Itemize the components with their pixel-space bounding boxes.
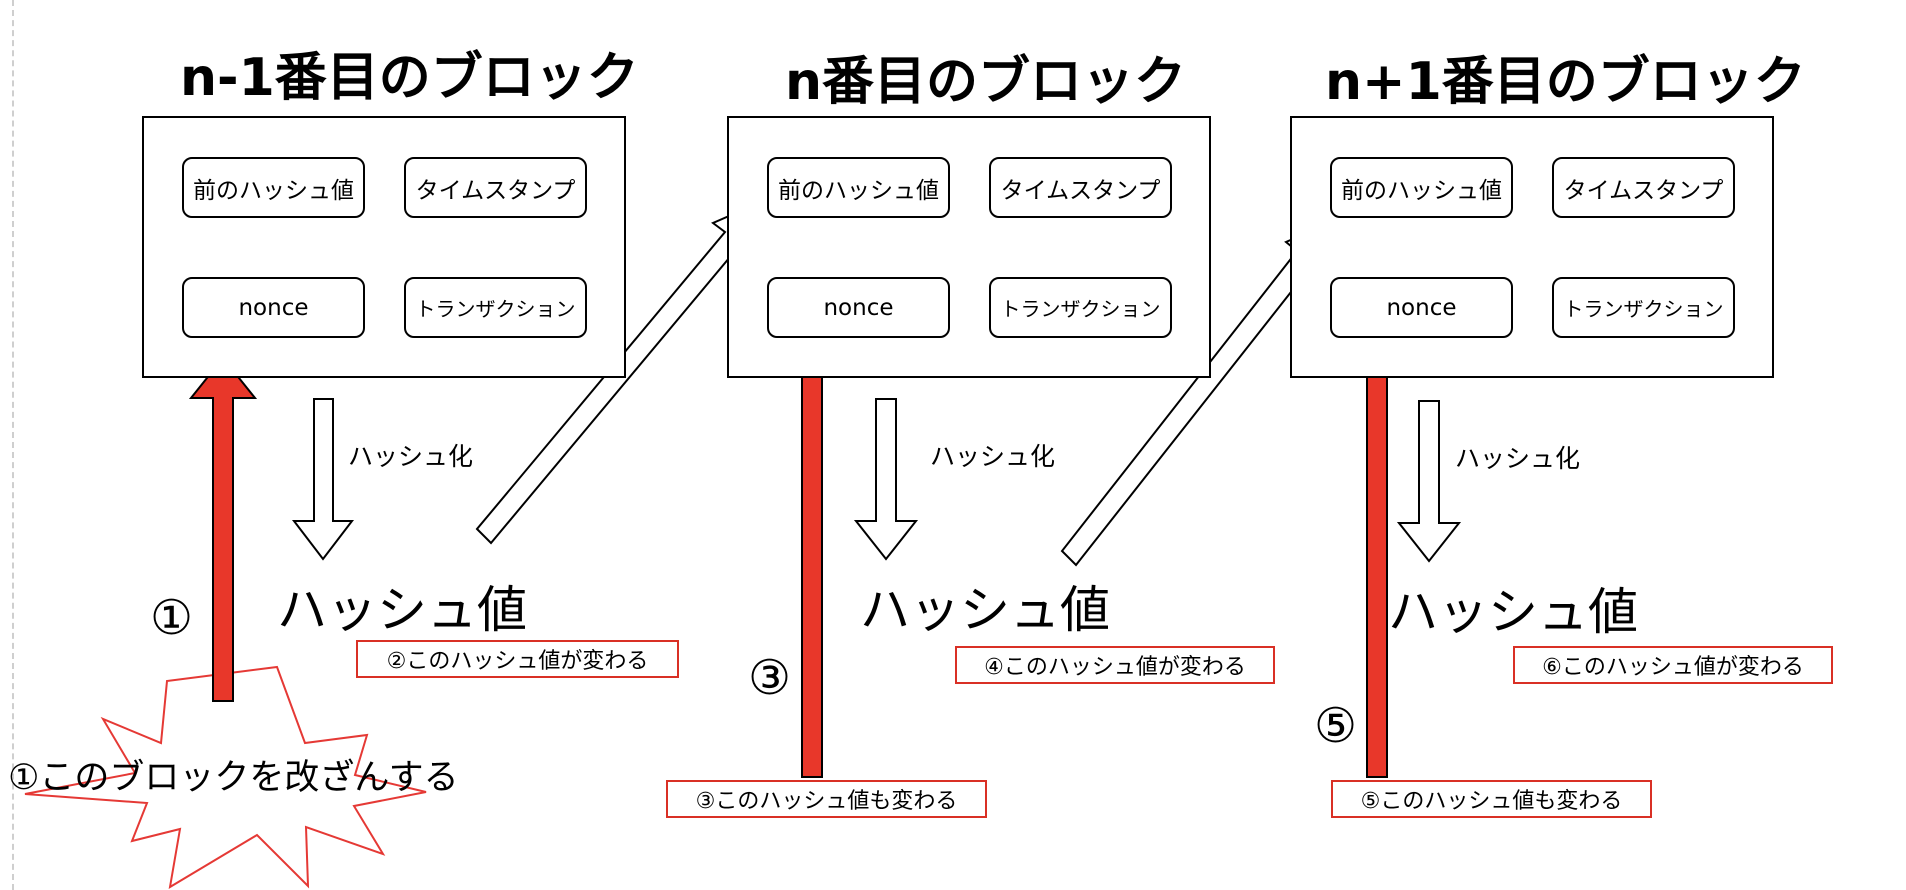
field-prev-hash: 前のハッシュ値 <box>1330 157 1513 218</box>
field-timestamp: タイムスタンプ <box>989 157 1172 218</box>
tamper-burst-label: ①このブロックを改ざんする <box>8 758 459 798</box>
hash-value-next: ハッシュ値 <box>1388 583 1638 641</box>
step-number-1: ① <box>150 590 194 646</box>
tamper-burst-star <box>24 665 427 889</box>
field-timestamp: タイムスタンプ <box>404 157 587 218</box>
hash-label-prev: ハッシュ化 <box>348 442 474 471</box>
field-prev-hash: 前のハッシュ値 <box>182 157 365 218</box>
block-frame-next: 前のハッシュ値 タイムスタンプ nonce トランザクション <box>1290 116 1774 378</box>
field-prev-hash: 前のハッシュ値 <box>767 157 950 218</box>
field-transactions: トランザクション <box>404 277 587 338</box>
hash-down-arrow-2 <box>853 398 919 561</box>
canvas-edge-guide <box>12 0 14 890</box>
field-nonce: nonce <box>767 277 950 338</box>
field-nonce: nonce <box>182 277 365 338</box>
hash-label-next: ハッシュ化 <box>1455 444 1581 473</box>
note-hash-changes-3: ③このハッシュ値も変わる <box>666 780 987 818</box>
block-title-next: n+1番目のブロック <box>1325 52 1806 112</box>
block-title-current: n番目のブロック <box>785 52 1187 112</box>
hash-down-arrow-3 <box>1396 400 1462 563</box>
block-frame-prev: 前のハッシュ値 タイムスタンプ nonce トランザクション <box>142 116 626 378</box>
hash-value-current: ハッシュ値 <box>860 581 1110 639</box>
block-frame-current: 前のハッシュ値 タイムスタンプ nonce トランザクション <box>727 116 1211 378</box>
note-hash-changes-5: ⑤このハッシュ値も変わる <box>1331 780 1652 818</box>
hash-down-arrow-1 <box>291 398 355 561</box>
field-transactions: トランザクション <box>1552 277 1735 338</box>
hash-label-current: ハッシュ化 <box>930 442 1056 471</box>
field-timestamp: タイムスタンプ <box>1552 157 1735 218</box>
field-transactions: トランザクション <box>989 277 1172 338</box>
step-number-3: ③ <box>748 650 792 706</box>
tamper-arrow-1 <box>188 356 258 702</box>
field-nonce: nonce <box>1330 277 1513 338</box>
note-hash-changes-6: ⑥このハッシュ値が変わる <box>1513 646 1833 684</box>
note-hash-changes-2: ②このハッシュ値が変わる <box>356 640 679 678</box>
hash-value-prev: ハッシュ値 <box>277 581 527 639</box>
note-hash-changes-4: ④このハッシュ値が変わる <box>955 646 1275 684</box>
block-title-prev: n-1番目のブロック <box>180 48 639 108</box>
step-number-5: ⑤ <box>1314 698 1358 754</box>
